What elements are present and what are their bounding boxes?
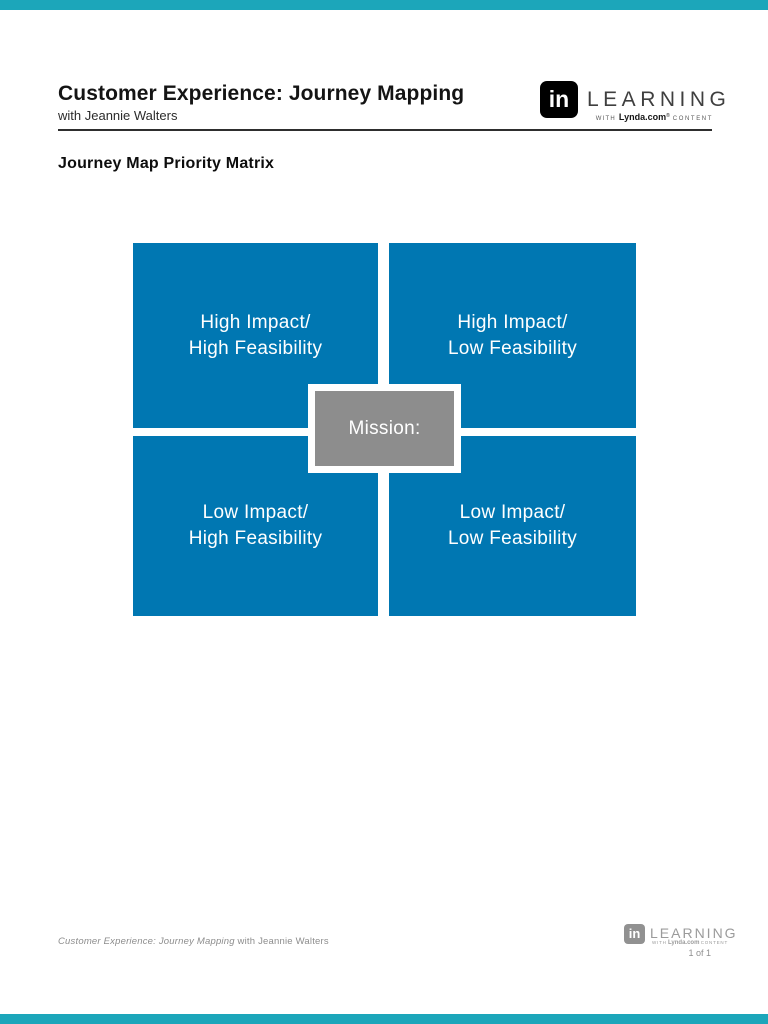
- header-divider: [58, 129, 712, 131]
- quadrant-high-impact-low-feasibility: High Impact/ Low Feasibility: [389, 243, 636, 428]
- quadrant-label: High Impact/ Low Feasibility: [447, 311, 578, 359]
- tagline-content: CONTENT: [672, 116, 713, 122]
- registered-mark-icon: ®: [666, 113, 670, 119]
- tagline-lynda: Lynda.com: [618, 112, 667, 122]
- quadrant-label: Low Impact/ Low Feasibility: [447, 502, 578, 549]
- course-title: Customer Experience: Journey Mapping: [58, 82, 465, 105]
- footer-tagline-content: CONTENT: [700, 940, 729, 945]
- footer-linkedin-in-icon: in: [624, 924, 645, 944]
- quadrant-label: High Impact/ High Feasibility: [188, 311, 323, 359]
- tagline-with: WITH: [595, 116, 616, 122]
- priority-matrix: High Impact/ High Feasibility High Impac…: [133, 243, 636, 616]
- worksheet-title: Journey Map Priority Matrix: [58, 155, 275, 172]
- quadrant-high-impact-high-feasibility: High Impact/ High Feasibility: [133, 243, 378, 428]
- linkedin-learning-wordmark: LEARNING: [587, 88, 731, 111]
- footer-learning-wordmark: LEARNING: [650, 925, 738, 941]
- linkedin-in-label: in: [548, 86, 570, 112]
- footer-lynda-tagline: WITH Lynda.com CONTENT: [652, 940, 728, 946]
- mission-label: Mission:: [348, 417, 421, 439]
- linkedin-in-icon: in: [540, 81, 578, 118]
- footer-in-label: in: [628, 926, 641, 941]
- viewer-chrome-top-bar: [0, 0, 768, 10]
- viewer-chrome-bottom-bar: [0, 1014, 768, 1024]
- mission-center-box: Mission:: [308, 384, 461, 473]
- page-indicator: 1 of 1: [688, 948, 711, 958]
- footer-tagline-with: WITH: [652, 940, 667, 945]
- footer-credit: Customer Experience: Journey Mapping wit…: [58, 936, 329, 947]
- footer-byline: with Jeannie Walters: [234, 936, 329, 947]
- footer-tagline-lynda: Lynda.com: [667, 940, 700, 946]
- footer-course-title: Customer Experience: Journey Mapping: [58, 936, 235, 947]
- course-author: with Jeannie Walters: [58, 108, 178, 123]
- quadrant-low-impact-low-feasibility: Low Impact/ Low Feasibility: [389, 436, 636, 616]
- quadrant-label: Low Impact/ High Feasibility: [188, 502, 323, 549]
